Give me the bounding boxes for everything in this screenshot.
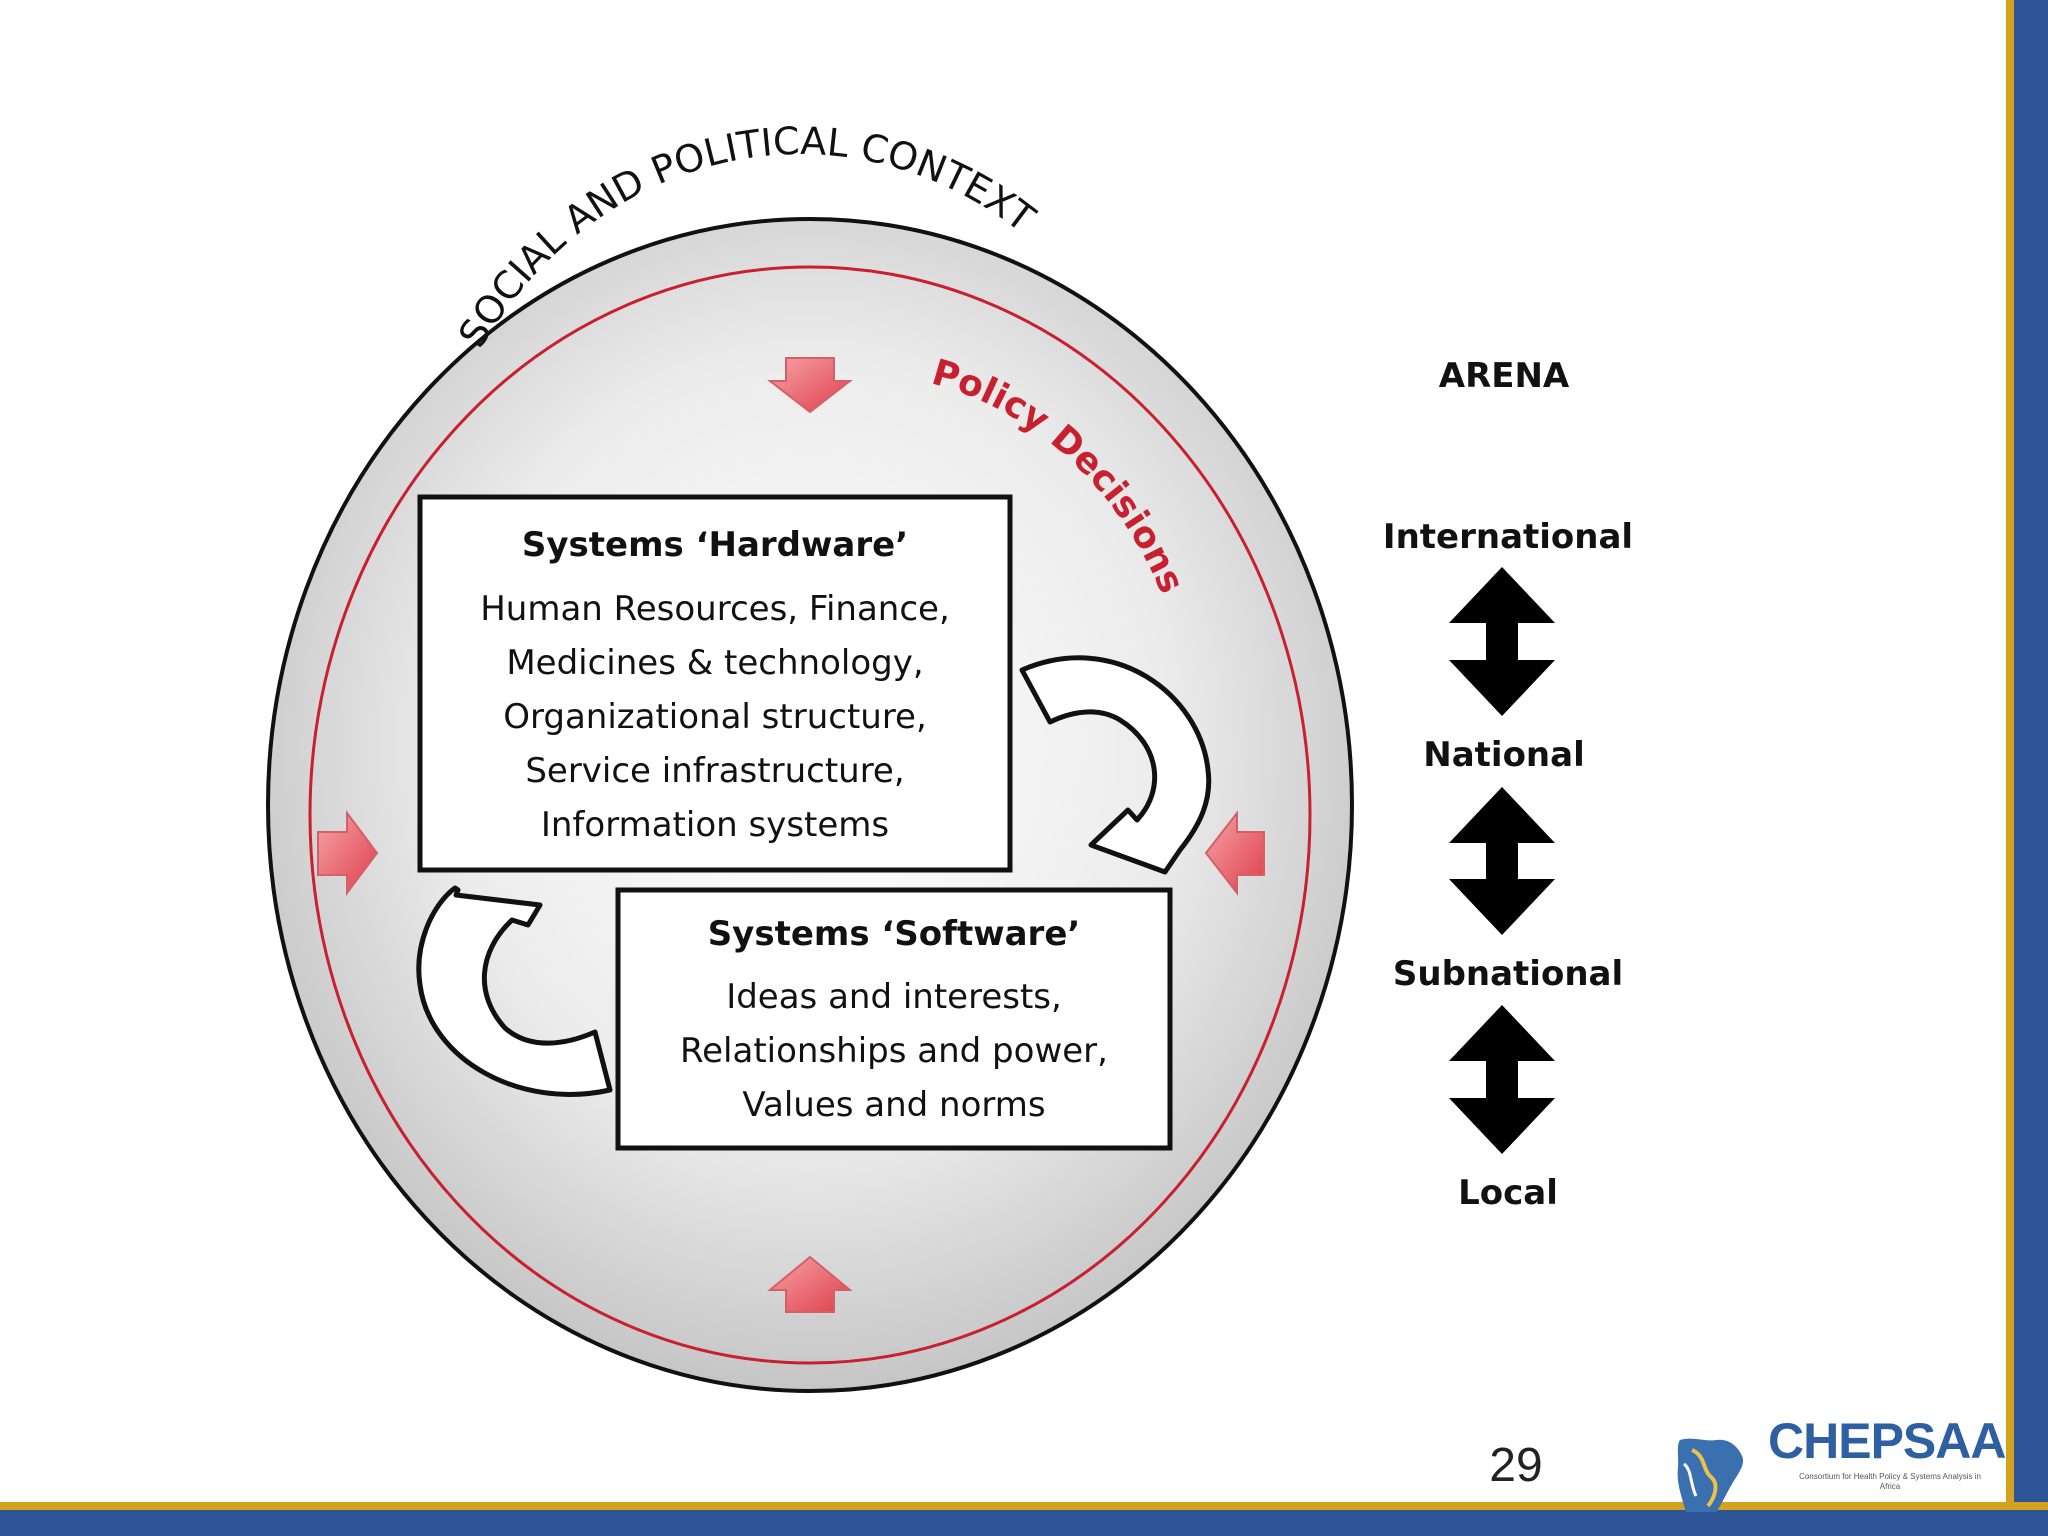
pink-arrow-bottom xyxy=(767,1255,853,1313)
logo-tagline: Consortium for Health Policy & Systems A… xyxy=(1799,1472,1981,1491)
software-line: Ideas and interests, xyxy=(726,977,1062,1017)
software-line: Values and norms xyxy=(742,1085,1045,1125)
logo-name: CHEPSAA xyxy=(1768,1413,2006,1469)
hardware-line: Organizational structure, xyxy=(503,697,927,737)
arena-level-national: National xyxy=(1423,735,1584,775)
hardware-line: Service infrastructure, xyxy=(525,751,904,791)
pink-arrow-left xyxy=(317,810,379,896)
policy-ring xyxy=(308,265,1312,1365)
hardware-box xyxy=(417,494,1013,873)
arena-level-local: Local xyxy=(1458,1173,1558,1213)
arena-title: ARENA xyxy=(1439,356,1570,396)
cycle-arrow-right xyxy=(1019,655,1212,875)
software-title: Systems ‘Software’ xyxy=(708,914,1081,954)
pink-arrow-right xyxy=(1204,810,1265,896)
hardware-line: Information systems xyxy=(541,805,889,845)
software-box xyxy=(615,887,1173,1151)
double-arrow-icon xyxy=(1449,567,1555,716)
double-arrow-icon xyxy=(1449,1005,1555,1154)
pink-arrow-top xyxy=(767,357,853,414)
frame-blue-bar-bottom xyxy=(0,1510,2048,1536)
double-arrow-icon xyxy=(1449,787,1555,935)
hardware-line: Medicines & technology, xyxy=(506,643,923,683)
health-systems-diagram: SOCIAL AND POLITICAL CONTEXT Policy Deci… xyxy=(266,119,1633,1393)
page-number: 29 xyxy=(1489,1439,1543,1492)
frame-blue-bar-right xyxy=(2014,0,2048,1536)
chepsaa-logo: CHEPSAA Consortium for Health Policy & S… xyxy=(1672,1394,2012,1514)
cycle-arrow-left xyxy=(416,885,613,1097)
hardware-line: Human Resources, Finance, xyxy=(480,589,950,629)
hardware-title: Systems ‘Hardware’ xyxy=(522,525,908,565)
software-line: Relationships and power, xyxy=(680,1031,1108,1071)
arena-level-international: International xyxy=(1383,517,1633,557)
africa-map-icon xyxy=(1677,1438,1744,1512)
frame-gold-stripe-right xyxy=(2006,0,2014,1536)
frame-gold-stripe-bottom xyxy=(0,1502,2048,1510)
arena-level-subnational: Subnational xyxy=(1393,954,1623,994)
